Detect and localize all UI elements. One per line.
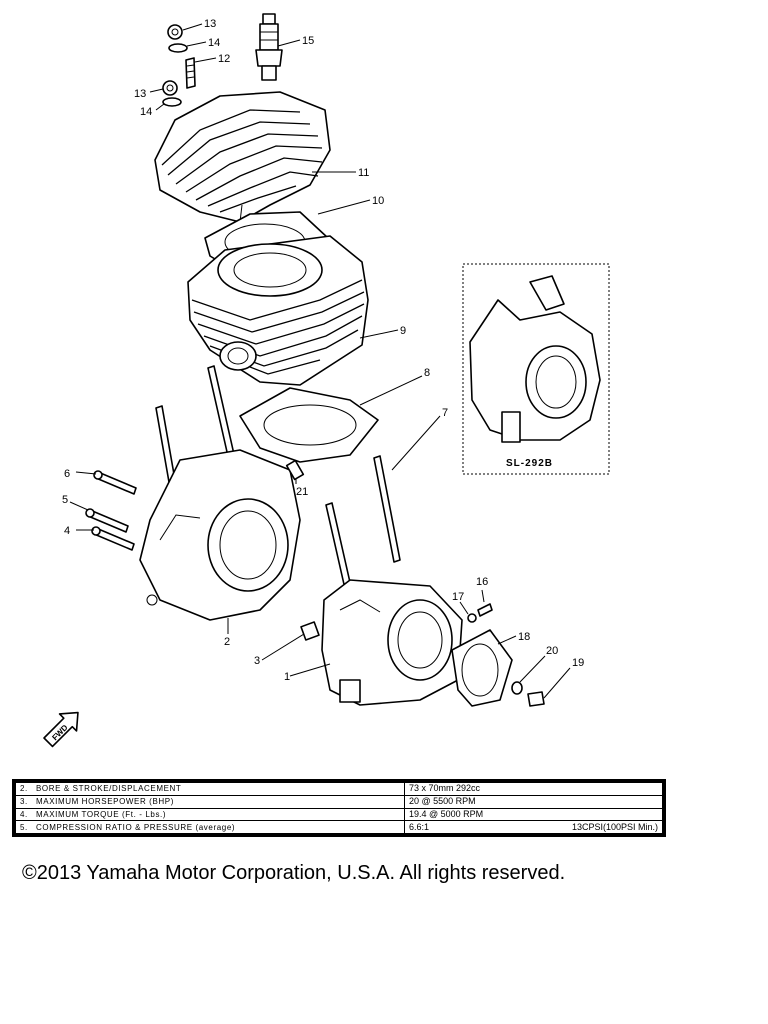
callout-label: 13 bbox=[134, 88, 146, 100]
callout-labels: 13 14 12 15 13 14 11 10 9 8 7 6 5 4 21 2… bbox=[62, 18, 584, 683]
callout-label: 17 bbox=[452, 591, 464, 603]
spec-value: 20 @ 5500 RPM bbox=[409, 796, 476, 807]
crankcase-right bbox=[300, 579, 463, 706]
callout-label: 9 bbox=[400, 325, 406, 337]
spec-label: MAXIMUM HORSEPOWER (BHP) bbox=[36, 797, 174, 807]
spec-extra: 13CPSI(100PSI Min.) bbox=[571, 821, 658, 832]
cylinder-head bbox=[154, 91, 331, 223]
spec-number: 4. bbox=[20, 809, 28, 819]
spec-number: 2. bbox=[20, 784, 28, 794]
spec-label: BORE & STROKE/DISPLACEMENT bbox=[36, 784, 182, 794]
spec-number: 3. bbox=[20, 797, 28, 807]
specifications-table: 2. BORE & STROKE/DISPLACEMENT 73 x 70mm 2… bbox=[12, 779, 666, 837]
spec-number: 5. bbox=[20, 822, 28, 832]
spark-plug bbox=[255, 13, 283, 81]
fwd-arrow-icon: FWD bbox=[43, 711, 79, 748]
spec-value: 73 x 70mm 292cc bbox=[409, 783, 481, 794]
callout-label: 18 bbox=[518, 631, 530, 643]
inset-label: SL-292B bbox=[506, 458, 553, 469]
callout-label: 3 bbox=[254, 655, 260, 667]
leader-lines bbox=[69, 23, 571, 699]
copyright-notice: ©2013 Yamaha Motor Corporation, U.S.A. A… bbox=[22, 862, 566, 884]
cylinder bbox=[187, 235, 369, 386]
spec-value: 6.6:1 bbox=[409, 821, 430, 832]
callout-label: 7 bbox=[442, 407, 448, 419]
callout-label: 6 bbox=[64, 468, 70, 480]
head-nuts-washers bbox=[162, 24, 196, 107]
small-fasteners bbox=[467, 603, 545, 707]
base-gasket bbox=[239, 387, 379, 463]
inset-detail-box: SL-292B bbox=[462, 263, 610, 475]
table-row: 5. COMPRESSION RATIO & PRESSURE (average)… bbox=[15, 820, 663, 834]
callout-label: 1 bbox=[284, 671, 290, 683]
callout-label: 5 bbox=[62, 494, 68, 506]
exploded-parts-diagram: SL-292B FWD 13 14 12 15 13 bbox=[43, 13, 610, 748]
callout-label: 15 bbox=[302, 35, 314, 47]
table-row: 4. MAXIMUM TORQUE (Ft. - Lbs.) 19.4 @ 500… bbox=[15, 807, 663, 822]
dowel-pin bbox=[285, 459, 305, 481]
spec-label: MAXIMUM TORQUE (Ft. - Lbs.) bbox=[36, 809, 167, 819]
callout-label: 13 bbox=[204, 18, 216, 30]
seal-cover bbox=[451, 629, 513, 707]
callout-label: 14 bbox=[140, 106, 152, 118]
table-row: 2. BORE & STROKE/DISPLACEMENT 73 x 70mm 2… bbox=[15, 782, 663, 796]
crankcase-bolts bbox=[85, 470, 137, 551]
callout-label: 19 bbox=[572, 657, 584, 669]
table-row: 3. MAXIMUM HORSEPOWER (BHP) 20 @ 5500 RPM bbox=[15, 794, 663, 809]
crankcase-left bbox=[139, 449, 301, 621]
callout-label: 21 bbox=[296, 486, 308, 498]
cylinder-studs bbox=[155, 365, 401, 603]
callout-label: 20 bbox=[546, 645, 558, 657]
callout-label: 12 bbox=[218, 53, 230, 65]
callout-label: 14 bbox=[208, 37, 220, 49]
callout-label: 10 bbox=[372, 195, 384, 207]
callout-label: 11 bbox=[358, 167, 369, 179]
spec-value: 19.4 @ 5000 RPM bbox=[409, 808, 484, 819]
callout-label: 8 bbox=[424, 367, 430, 379]
callout-label: 2 bbox=[224, 636, 230, 648]
spec-label: COMPRESSION RATIO & PRESSURE (average) bbox=[36, 822, 236, 832]
callout-label: 4 bbox=[64, 525, 70, 537]
callout-label: 16 bbox=[476, 576, 488, 588]
